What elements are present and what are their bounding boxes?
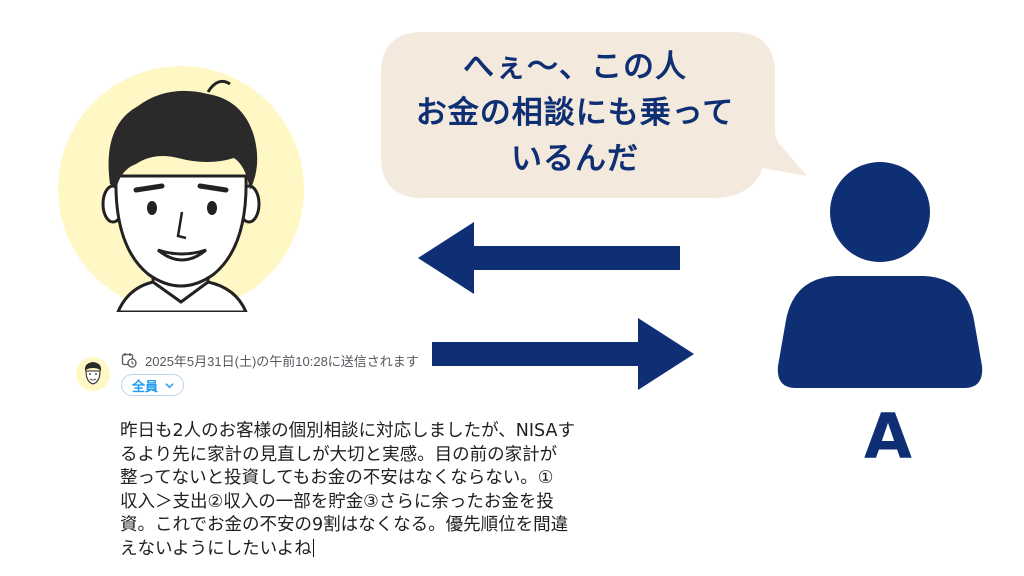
post-body-line: えないようにしたいよね	[120, 538, 312, 559]
schedule-text: 2025年5月31日(土)の午前10:28に送信されます	[145, 354, 419, 369]
person-label: A	[864, 400, 912, 473]
text-caret	[312, 538, 314, 557]
post-body-line: 資。これでお金の不安の9割はなくなる。優先順位を間違	[120, 515, 569, 535]
man-avatar-illustration	[58, 66, 304, 312]
post-avatar[interactable]	[76, 357, 110, 391]
post-body-last-line: えないようにしたいよね	[120, 538, 630, 562]
bubble-line-1: へぇ～、この人	[463, 49, 687, 85]
bubble-line-2: お金の相談にも乗って	[415, 95, 735, 131]
post-body-line: るより先に家計の見直しが大切と実感。目の前の家計が	[120, 444, 558, 465]
post-body-line: 昨日も2人のお客様の個別相談に対応しましたが、NISAす	[120, 421, 575, 441]
calendar-clock-icon	[121, 353, 137, 368]
bubble-line-3: いるんだ	[511, 141, 639, 177]
audience-label: 全員	[132, 378, 159, 394]
post-body-line: 収入＞支出②収入の一部を貯金③さらに余ったお金を投	[120, 491, 554, 512]
post-body-textarea[interactable]: 昨日も2人のお客様の個別相談に対応しましたが、NISAす るより先に家計の見直し…	[120, 420, 630, 561]
speech-bubble-text: へぇ～、この人 お金の相談にも乗って いるんだ	[373, 38, 777, 188]
post-body-line: 整ってないと投資してもお金の不安はなくならない。①	[120, 468, 554, 488]
person-silhouette-icon	[777, 162, 983, 388]
man-avatar-icon	[84, 362, 102, 385]
audience-selector-button[interactable]: 全員	[121, 374, 185, 396]
chevron-down-icon	[165, 382, 174, 388]
speech-bubble	[381, 32, 807, 198]
arrow-right-icon	[432, 318, 694, 390]
arrow-left-icon	[418, 222, 680, 294]
